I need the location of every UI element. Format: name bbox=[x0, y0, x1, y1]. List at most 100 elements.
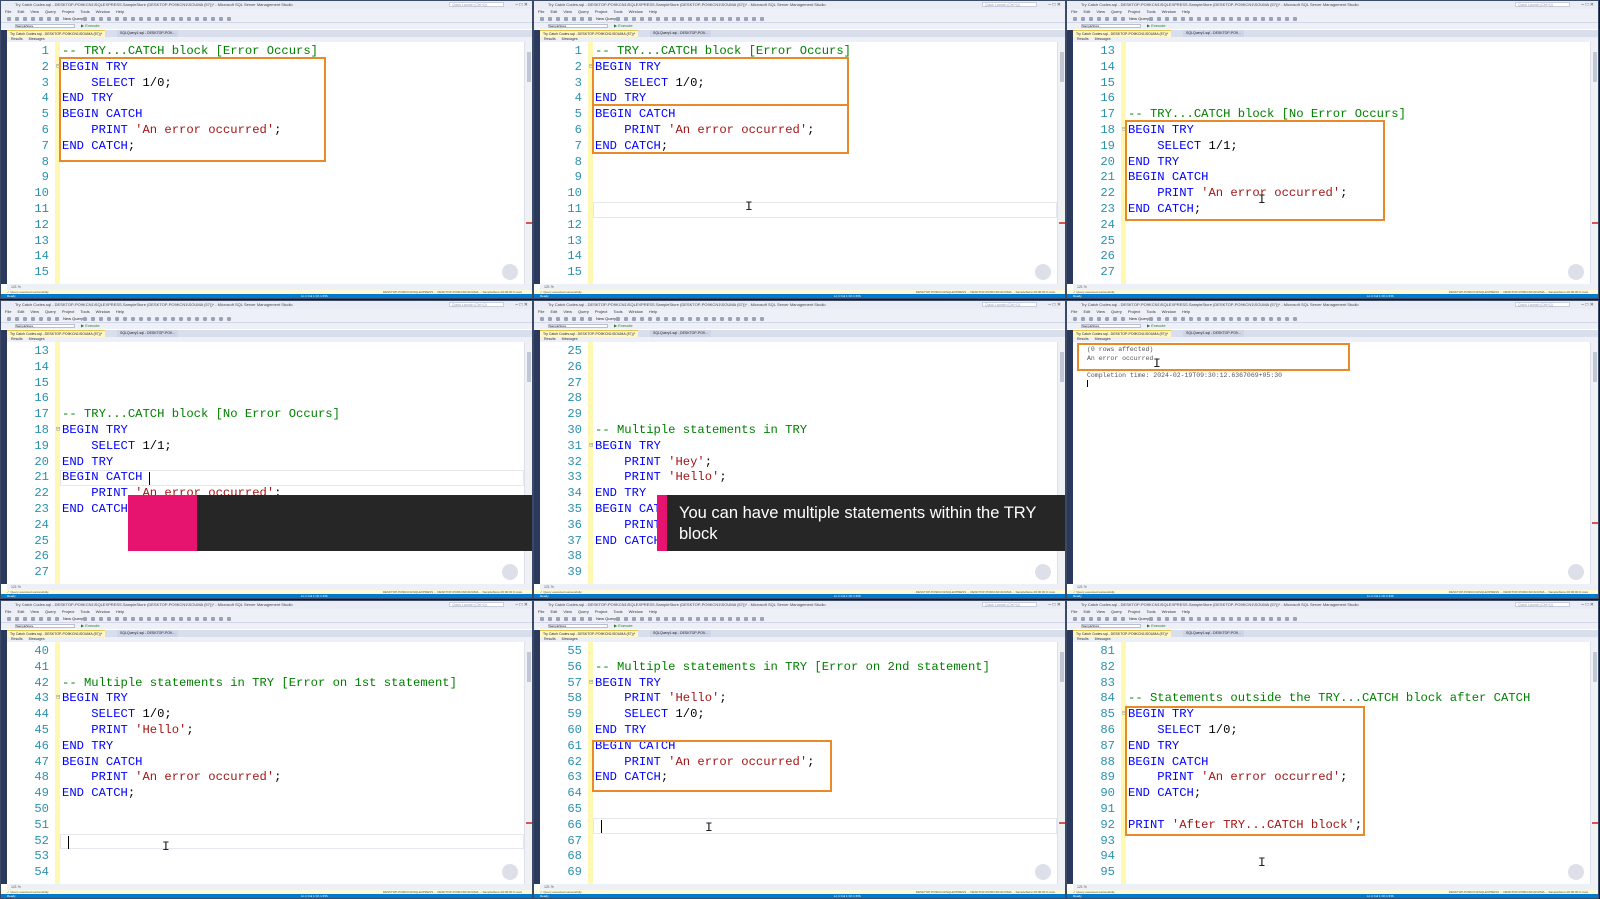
menu-item-query[interactable]: Query bbox=[577, 309, 589, 314]
toolbar-button-icon[interactable] bbox=[155, 617, 159, 621]
toolbar-button-icon[interactable] bbox=[1089, 317, 1093, 321]
toolbar-button-icon[interactable] bbox=[564, 617, 568, 621]
toolbar-button-icon[interactable] bbox=[1221, 317, 1225, 321]
toolbar-button-icon[interactable] bbox=[195, 317, 199, 321]
toolbar-button-icon[interactable] bbox=[564, 317, 568, 321]
toolbar-button-icon[interactable] bbox=[760, 317, 764, 321]
tab-sqlquery1[interactable]: SQLQuery1.sql - DESKTOP-PO9... bbox=[1183, 30, 1244, 37]
menu-item-window[interactable]: Window bbox=[1161, 309, 1176, 314]
minimize-icon[interactable]: – bbox=[1581, 602, 1586, 608]
tab-try-catch-codes[interactable]: Try Catch Codes.sql - DESKTOP-PO9KCN1\SO… bbox=[1073, 330, 1172, 337]
close-icon[interactable]: ✕ bbox=[523, 602, 528, 608]
menu-item-window[interactable]: Window bbox=[628, 9, 643, 14]
line-code[interactable]: PRINT 'An error occurred'; bbox=[62, 770, 281, 786]
results-tab-results[interactable]: Results bbox=[11, 637, 23, 641]
menu-item-edit[interactable]: Edit bbox=[550, 9, 558, 14]
toolbar-button-icon[interactable] bbox=[1189, 617, 1193, 621]
toolbar-button-icon[interactable] bbox=[556, 317, 560, 321]
toolbar-button-icon[interactable] bbox=[744, 17, 748, 21]
toolbar-button-icon[interactable] bbox=[1181, 17, 1185, 21]
menu-item-help[interactable]: Help bbox=[115, 609, 125, 614]
menu-item-query[interactable]: Query bbox=[1110, 309, 1122, 314]
toolbar-button-icon[interactable] bbox=[55, 17, 59, 21]
new-query-button[interactable]: New Query bbox=[596, 316, 617, 321]
zoom-level[interactable]: 121 % bbox=[11, 885, 21, 889]
results-tab-messages[interactable]: Messages bbox=[28, 337, 45, 341]
menu-item-edit[interactable]: Edit bbox=[550, 609, 558, 614]
toolbar-button-icon[interactable] bbox=[1073, 17, 1077, 21]
menu-item-view[interactable]: View bbox=[563, 609, 572, 614]
close-icon[interactable]: ✕ bbox=[523, 2, 528, 8]
toolbar-button-icon[interactable] bbox=[1113, 617, 1117, 621]
toolbar-button-icon[interactable] bbox=[1229, 317, 1233, 321]
menu-item-file[interactable]: File bbox=[1071, 609, 1078, 614]
line-code[interactable]: END CATCH; bbox=[62, 786, 135, 802]
toolbar-button-icon[interactable] bbox=[1073, 317, 1077, 321]
toolbar-button-icon[interactable] bbox=[171, 17, 175, 21]
toolbar-button-icon[interactable] bbox=[1253, 317, 1257, 321]
new-query-button[interactable]: New Query bbox=[1129, 16, 1150, 21]
toolbar-button-icon[interactable] bbox=[163, 17, 167, 21]
fold-toggle-icon[interactable]: ⊟ bbox=[56, 62, 61, 71]
menu-item-view[interactable]: View bbox=[563, 9, 572, 14]
line-code[interactable]: SELECT 1/0; bbox=[62, 76, 171, 92]
database-select[interactable]: SampleStore bbox=[1081, 324, 1141, 328]
toolbar-button-icon[interactable] bbox=[1105, 617, 1109, 621]
toolbar-button-icon[interactable] bbox=[1189, 317, 1193, 321]
toolbar-button-icon[interactable] bbox=[548, 317, 552, 321]
results-tab-messages[interactable]: Messages bbox=[1094, 637, 1111, 641]
toolbar-button-icon[interactable] bbox=[1181, 617, 1185, 621]
menu-item-edit[interactable]: Edit bbox=[17, 9, 25, 14]
tab-sqlquery1[interactable]: SQLQuery1.sql - DESKTOP-PO9... bbox=[117, 630, 178, 637]
toolbar-button-icon[interactable] bbox=[219, 17, 223, 21]
scrollbar-thumb[interactable] bbox=[1060, 652, 1064, 682]
fold-toggle-icon[interactable]: ⊟ bbox=[589, 441, 594, 450]
line-code[interactable]: SELECT 1/1; bbox=[62, 439, 171, 455]
toolbar-button-icon[interactable] bbox=[23, 317, 27, 321]
menu-item-view[interactable]: View bbox=[1096, 9, 1105, 14]
toolbar-button-icon[interactable] bbox=[1205, 617, 1209, 621]
toolbar-button-icon[interactable] bbox=[1149, 317, 1153, 321]
line-code[interactable]: -- Multiple statements in TRY bbox=[595, 423, 807, 439]
quick-launch-input[interactable]: Quick Launch (Ctrl+Q) bbox=[982, 602, 1037, 607]
toolbar-button-icon[interactable] bbox=[83, 317, 87, 321]
menu-item-edit[interactable]: Edit bbox=[1083, 609, 1091, 614]
toolbar-button-icon[interactable] bbox=[624, 317, 628, 321]
line-code[interactable]: SELECT 1/1; bbox=[1128, 139, 1237, 155]
toolbar-button-icon[interactable] bbox=[1285, 17, 1289, 21]
menu-item-window[interactable]: Window bbox=[628, 309, 643, 314]
toolbar-button-icon[interactable] bbox=[1285, 317, 1289, 321]
menu-item-query[interactable]: Query bbox=[44, 309, 56, 314]
tab-try-catch-codes[interactable]: Try Catch Codes.sql - DESKTOP-PO9KCN1\SO… bbox=[540, 30, 639, 37]
minimize-icon[interactable]: – bbox=[1048, 2, 1053, 8]
toolbar-button-icon[interactable] bbox=[688, 617, 692, 621]
toolbar-button-icon[interactable] bbox=[712, 317, 716, 321]
close-icon[interactable]: ✕ bbox=[523, 302, 528, 308]
toolbar-button-icon[interactable] bbox=[211, 17, 215, 21]
toolbar-button-icon[interactable] bbox=[203, 317, 207, 321]
menu-item-view[interactable]: View bbox=[1096, 309, 1105, 314]
fold-toggle-icon[interactable]: ⊟ bbox=[1122, 126, 1127, 134]
menu-item-help[interactable]: Help bbox=[648, 309, 658, 314]
toolbar-button-icon[interactable] bbox=[744, 617, 748, 621]
line-code[interactable]: END TRY bbox=[595, 486, 646, 502]
toolbar-button-icon[interactable] bbox=[588, 317, 592, 321]
menu-item-project[interactable]: Project bbox=[1127, 609, 1141, 614]
maximize-icon[interactable]: □ bbox=[1585, 302, 1590, 308]
toolbar-button-icon[interactable] bbox=[1245, 17, 1249, 21]
toolbar-button-icon[interactable] bbox=[760, 617, 764, 621]
toolbar-button-icon[interactable] bbox=[572, 17, 576, 21]
toolbar-button-icon[interactable] bbox=[123, 617, 127, 621]
line-code[interactable]: PRINT 'An error occurred'; bbox=[1128, 186, 1347, 202]
toolbar-button-icon[interactable] bbox=[1269, 317, 1273, 321]
toolbar-button-icon[interactable] bbox=[99, 17, 103, 21]
toolbar-button-icon[interactable] bbox=[39, 17, 43, 21]
toolbar-button-icon[interactable] bbox=[1113, 317, 1117, 321]
toolbar-button-icon[interactable] bbox=[1205, 317, 1209, 321]
quick-launch-input[interactable]: Quick Launch (Ctrl+Q) bbox=[982, 2, 1037, 7]
toolbar-button-icon[interactable] bbox=[656, 317, 660, 321]
toolbar-button-icon[interactable] bbox=[1089, 17, 1093, 21]
results-tab-messages[interactable]: Messages bbox=[28, 637, 45, 641]
scrollbar-thumb[interactable] bbox=[1593, 52, 1597, 82]
